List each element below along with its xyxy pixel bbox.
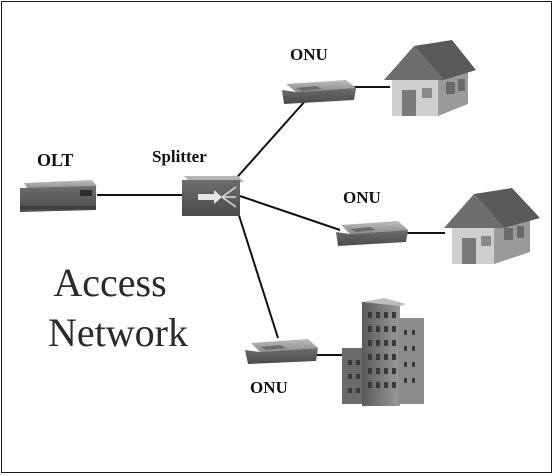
olt-label: OLT	[37, 150, 73, 170]
splitter-icon	[182, 176, 244, 216]
onu-device-icon	[282, 80, 356, 104]
fiber-links	[97, 86, 445, 356]
link-splitter-onu-bottom	[235, 205, 279, 339]
link-splitter-onu-middle	[239, 195, 341, 231]
onu-bottom-label: ONU	[250, 378, 288, 397]
onu-device-icon	[336, 221, 408, 246]
olt-device-icon	[20, 180, 97, 212]
splitter-label: Splitter	[152, 147, 207, 166]
onu-middle-label: ONU	[343, 188, 381, 207]
caption-line-1: Access	[53, 260, 166, 305]
house-icon	[384, 40, 476, 116]
link-splitter-onu-top	[231, 99, 307, 184]
caption-line-2: Network	[48, 310, 188, 355]
house-icon	[444, 188, 540, 264]
onu-top-label: ONU	[290, 45, 328, 64]
onu-device-icon	[245, 339, 318, 364]
office-building-icon	[342, 298, 424, 406]
